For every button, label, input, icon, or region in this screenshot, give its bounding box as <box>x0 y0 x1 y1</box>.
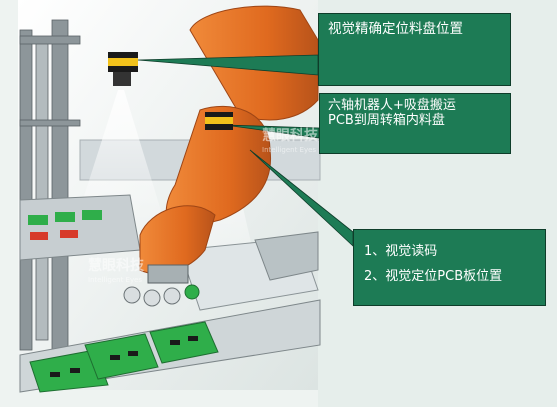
watermark-en-left: Intelligent Eyes <box>88 276 142 284</box>
watermark-mid: 慧眼科技 Intelligent Eyes <box>262 127 319 154</box>
watermark-cn-mid: 慧眼科技 <box>262 127 319 144</box>
camera-mid <box>205 112 233 130</box>
pcb-tray-left <box>19 194 141 261</box>
tote-box <box>179 231 319 311</box>
watermark-cn-left: 慧眼科技 <box>88 257 145 274</box>
callout-camera-positioning: 视觉精确定位料盘位置 <box>318 13 511 86</box>
callout-2-line-2: PCB到周转箱内料盘 <box>328 113 445 128</box>
robot-arm <box>123 5 319 307</box>
callout-3-line-1: 1、视觉读码 <box>364 244 438 259</box>
callout-robot-transfer: 六轴机器人+吸盘搬运 PCB到周转箱内料盘 <box>319 93 511 154</box>
machine-frame <box>19 19 81 351</box>
camera-top <box>108 52 138 86</box>
callout-2-line-1: 六轴机器人+吸盘搬运 <box>328 98 456 113</box>
watermark-en-mid: Intelligent Eyes <box>262 146 316 154</box>
callout-1-line-1: 视觉精确定位料盘位置 <box>328 21 463 37</box>
conveyor-belt <box>19 299 321 393</box>
callout-scan-station: 1、视觉读码 2、视觉定位PCB板位置 <box>353 229 546 306</box>
callout-3-line-2: 2、视觉定位PCB板位置 <box>364 269 503 284</box>
watermark-left: 慧眼科技 Intelligent Eyes <box>88 257 145 284</box>
